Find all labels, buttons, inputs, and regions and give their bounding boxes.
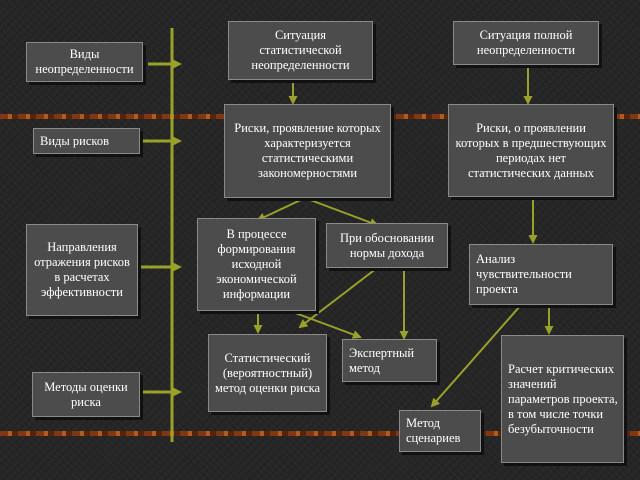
arrow-discount-to-stat [298,267,378,329]
scenarios-label: Метод сценариев [406,416,461,445]
info-process-box: В процессе формирования исходной экономи… [197,218,316,311]
discount-rate-label: При обосновании нормы дохода [339,230,435,260]
critical-values-label: Расчет критических значений параметров п… [508,361,618,436]
arrow-sensitivity-to-scenarios [430,304,522,408]
sensitivity-box: Анализ чувствительности проекта [469,244,613,305]
sensitivity-label: Анализ чувствительности проекта [476,252,572,296]
expert-method-label: Экспертный метод [349,345,415,375]
stat-situation-box: Ситуация статистической неопределенности [228,21,373,80]
discount-rate-box: При обосновании нормы дохода [326,223,448,268]
methods-label: Методы оценки риска [44,379,128,409]
stat-method-box: Статистический (вероятностный) метод оце… [208,334,327,412]
arrow-risks-to-info [256,197,306,222]
full-risks-box: Риски, о проявлении которых в предшеству… [448,104,614,197]
full-situation-label: Ситуация полной неопределенности [476,28,576,57]
arrow-risks-to-discount [304,197,379,227]
stat-risks-box: Риски, проявление которых характеризуетс… [224,104,391,198]
directions-label: Направления отражения рисков в расчетах … [34,240,130,299]
full-situation-box: Ситуация полной неопределенности [453,21,599,65]
types-risks-box: Виды рисков [33,128,140,154]
types-uncertainty-box: Виды неопределенности [26,42,143,82]
stat-situation-label: Ситуация статистической неопределенности [251,28,350,72]
types-risks-label: Виды рисков [40,133,109,148]
directions-box: Направления отражения рисков в расчетах … [26,224,138,316]
info-process-label: В процессе формирования исходной экономи… [216,227,297,301]
stat-risks-label: Риски, проявление которых характеризуетс… [234,121,381,180]
scenarios-box: Метод сценариев [399,410,481,452]
types-uncertainty-label: Виды неопределенности [35,47,134,76]
arrow-info-to-expert [289,310,362,339]
critical-values-box: Расчет критических значений параметров п… [501,335,624,463]
decorative-band-bottom [0,431,640,436]
methods-box: Методы оценки риска [32,372,140,417]
stat-method-label: Статистический (вероятностный) метод оце… [214,350,321,395]
full-risks-label: Риски, о проявлении которых в предшеству… [455,120,607,180]
expert-method-box: Экспертный метод [342,339,437,382]
